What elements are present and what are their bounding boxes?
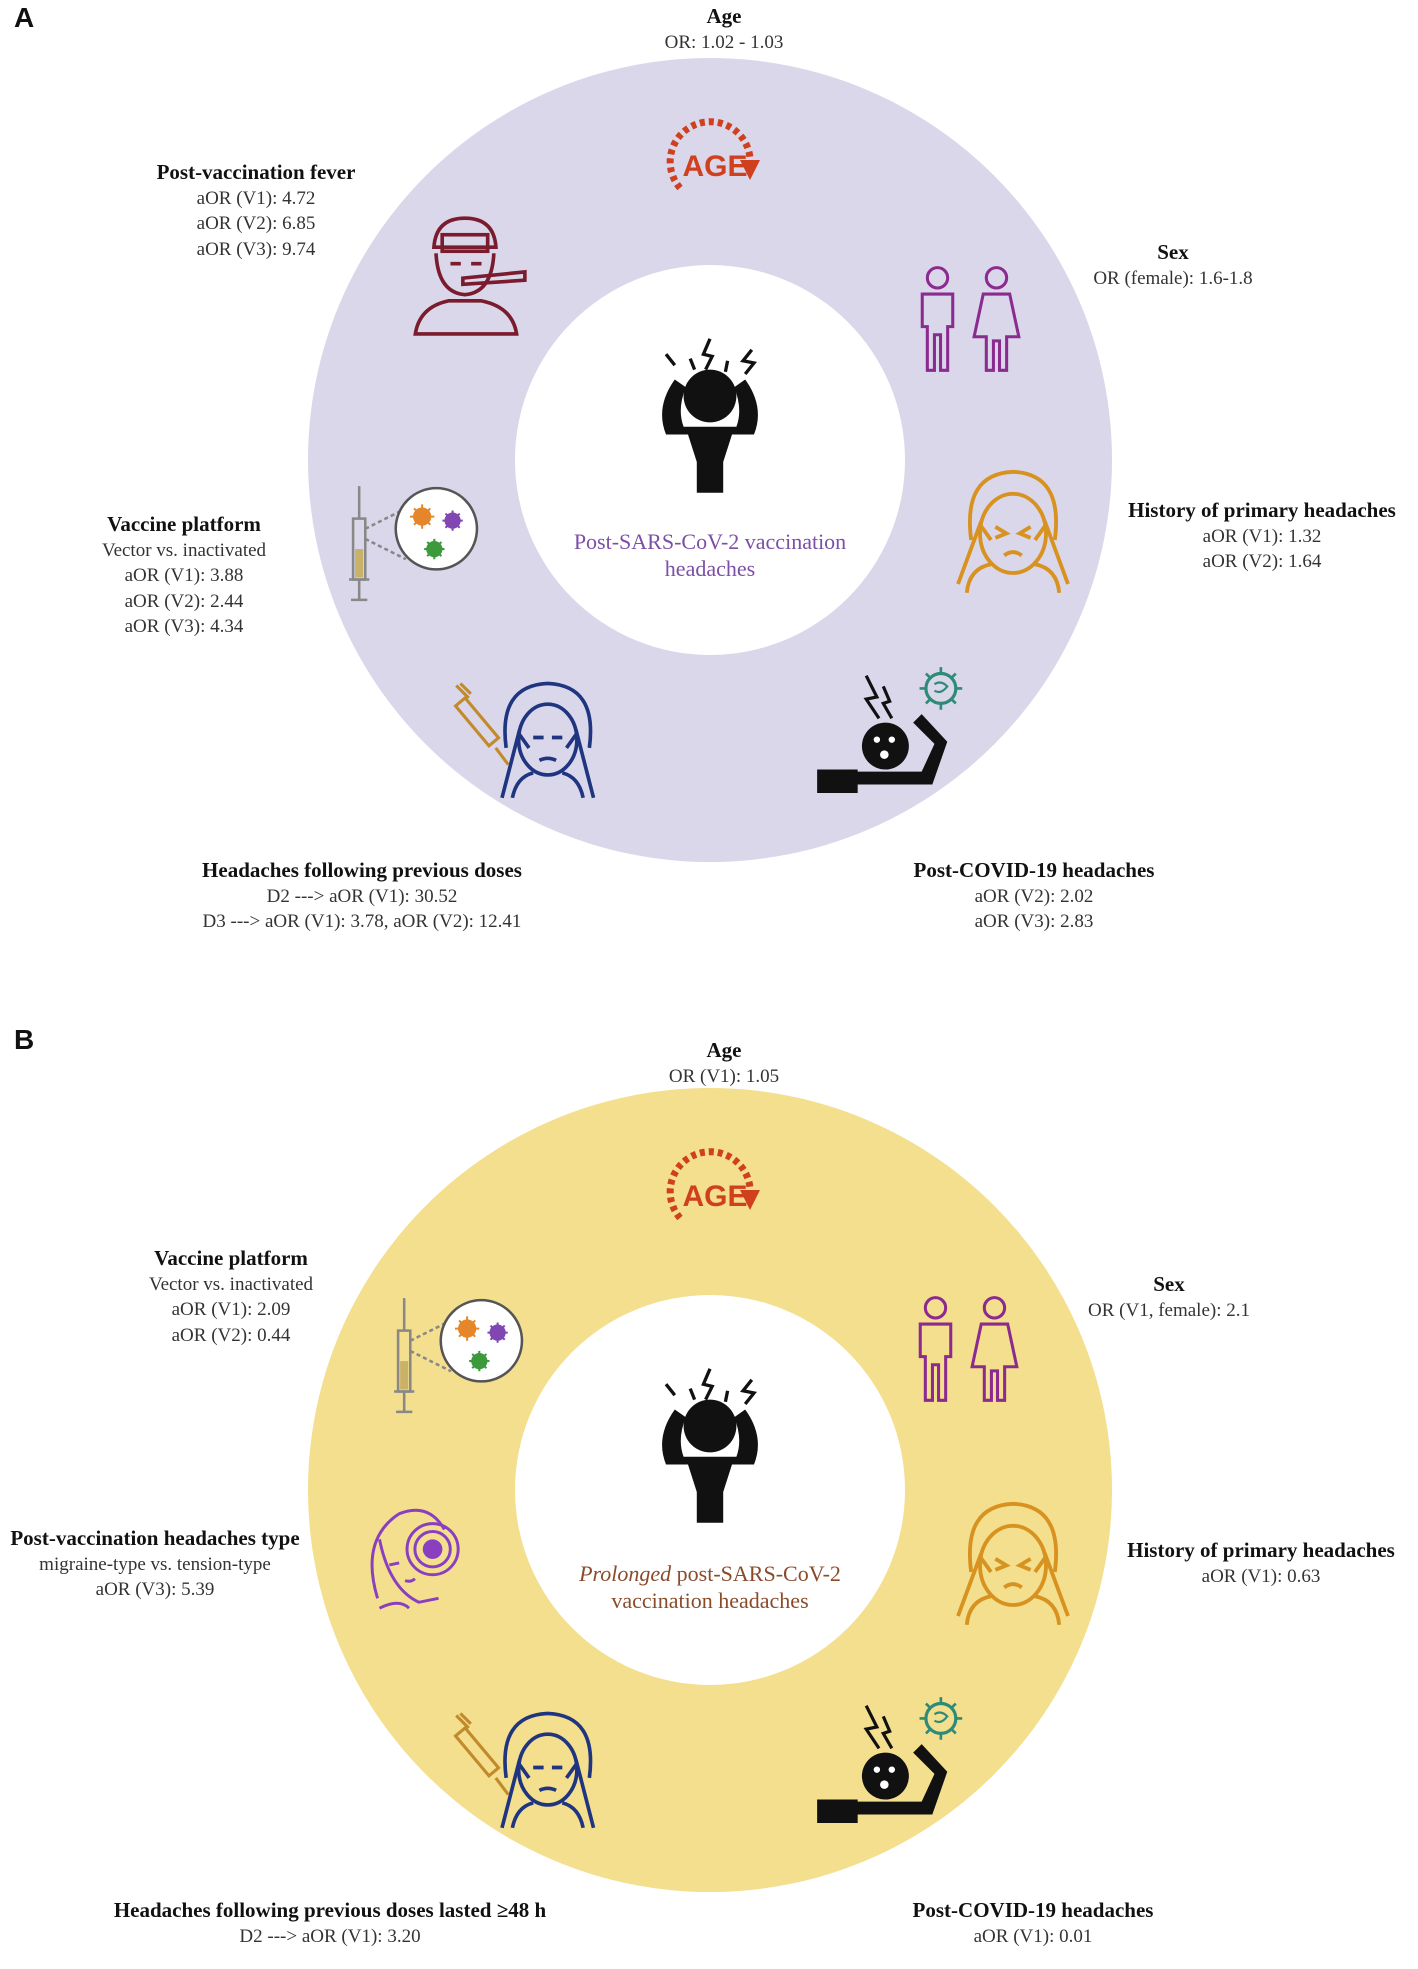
- panel-b-center-text: Prolonged post-SARS-CoV-2 vaccination he…: [579, 1560, 841, 1614]
- panel-a-center-text: Post-SARS-CoV-2 vaccination headaches: [574, 528, 846, 582]
- panel-a-fever-title: Post-vaccination fever: [156, 160, 356, 184]
- panel-a-sex-label: Sex OR (female): 1.6-1.8: [1093, 240, 1252, 291]
- panel-a-previous-title: Headaches following previous doses: [202, 858, 522, 882]
- person-headache-icon: [632, 330, 788, 495]
- panel-b-history-title: History of primary headaches: [1127, 1538, 1395, 1562]
- panel-a-platform-line: aOR (V2): 2.44: [124, 590, 244, 612]
- panel-a-age-label: Age OR: 1.02 - 1.03: [665, 4, 784, 55]
- panel-b-previous-label: Headaches following previous doses laste…: [114, 1898, 546, 1949]
- panel-a-letter: A: [14, 2, 35, 33]
- panel-a-covid-title: Post-COVID-19 headaches: [913, 858, 1155, 882]
- woman-headache-icon: [947, 1495, 1079, 1627]
- person-headache-icon: [632, 1360, 788, 1525]
- male-female-icon: [907, 262, 1029, 377]
- panel-a-platform-title: Vaccine platform: [107, 512, 261, 536]
- panel-b-platform-title: Vaccine platform: [154, 1246, 308, 1270]
- panel-b-covid-title: Post-COVID-19 headaches: [912, 1898, 1154, 1922]
- panel-a-center-line2: headaches: [664, 556, 756, 581]
- panel-b-previous-title: Headaches following previous doses laste…: [113, 1898, 547, 1922]
- panel-a-platform-line: aOR (V1): 3.88: [124, 565, 244, 586]
- panel-b-type-line: aOR (V3): 5.39: [95, 1579, 215, 1600]
- panel-a-history-title: History of primary headaches: [1128, 498, 1396, 522]
- panel-b-covid-line: aOR (V1): 0.01: [973, 1925, 1093, 1947]
- panel-a-history-label: History of primary headaches aOR (V1): 1…: [1128, 498, 1396, 575]
- panel-b-platform-label: Vaccine platform Vector vs. inactivated …: [149, 1246, 313, 1348]
- panel-a-fever-line: aOR (V2): 6.85: [196, 213, 316, 234]
- panel-b-history-line: aOR (V1): 0.63: [1201, 1565, 1321, 1587]
- panel-b-center-line1-rest: post-SARS-CoV-2: [671, 1561, 841, 1586]
- age-clock-arrow-icon: [660, 1148, 770, 1248]
- panel-a-history-line: aOR (V2): 1.64: [1202, 551, 1322, 572]
- panel-a-covid-line: aOR (V3): 2.83: [974, 911, 1094, 932]
- panel-b-platform-line: aOR (V2): 0.44: [171, 1324, 291, 1346]
- panel-a-fever-line: aOR (V1): 4.72: [196, 187, 316, 209]
- panel-b-center-line2: vaccination headaches: [611, 1588, 809, 1613]
- panel-b-previous-line: D2 ---> aOR (V1): 3.20: [239, 1925, 421, 1947]
- panel-a-sex-title: Sex: [1157, 240, 1189, 264]
- person-virus-headache-icon: [815, 1695, 975, 1823]
- age-clock-arrow-icon: [660, 118, 770, 218]
- panel-b-type-title: Post-vaccination headaches type: [10, 1526, 300, 1550]
- panel-a-fever-label: Post-vaccination fever aOR (V1): 4.72 aO…: [157, 160, 356, 262]
- woman-headache-icon: [947, 463, 1079, 595]
- panel-a-age-title: Age: [706, 4, 742, 28]
- panel-a-fever-line: aOR (V3): 9.74: [196, 238, 316, 260]
- panel-b-center-line1: Prolonged post-SARS-CoV-2: [579, 1560, 841, 1587]
- panel-b-center-italic: Prolonged: [579, 1561, 672, 1586]
- panel-b-letter: B: [14, 1024, 35, 1055]
- male-female-icon: [905, 1292, 1027, 1407]
- panel-b-covid-label: Post-COVID-19 headaches aOR (V1): 0.01: [913, 1898, 1154, 1949]
- panel-b-type-line: migraine-type vs. tension-type: [39, 1553, 271, 1575]
- panel-a-previous-line: D3 ---> aOR (V1): 3.78, aOR (V2): 12.41: [202, 911, 522, 932]
- panel-b-sex-label: Sex OR (V1, female): 2.1: [1088, 1272, 1250, 1323]
- panel-a-center-line1: Post-SARS-CoV-2 vaccination: [573, 529, 847, 554]
- panel-a-covid-label: Post-COVID-19 headaches aOR (V2): 2.02 a…: [914, 858, 1155, 935]
- syringe-headache-icon: [450, 1705, 606, 1830]
- person-virus-headache-icon: [815, 665, 975, 793]
- panel-b-platform-line: aOR (V1): 2.09: [171, 1299, 291, 1320]
- panel-b-age-label: Age OR (V1): 1.05: [669, 1038, 779, 1089]
- syringe-virus-icon: [347, 478, 479, 610]
- panel-a-previous-line: D2 ---> aOR (V1): 30.52: [266, 885, 458, 907]
- panel-a-sex-line: OR (female): 1.6-1.8: [1093, 267, 1253, 289]
- person-thermometer-icon: [405, 212, 529, 336]
- panel-a-platform-label: Vaccine platform Vector vs. inactivated …: [102, 512, 266, 640]
- panel-a-history-line: aOR (V1): 1.32: [1202, 525, 1322, 547]
- panel-b-age-line: OR (V1): 1.05: [668, 1065, 780, 1087]
- syringe-virus-icon: [392, 1290, 524, 1422]
- panel-b-sex-title: Sex: [1153, 1272, 1185, 1296]
- panel-b-sex-line: OR (V1, female): 2.1: [1088, 1299, 1250, 1321]
- panel-b-history-label: History of primary headaches aOR (V1): 0…: [1127, 1538, 1395, 1589]
- woman-migraine-icon: [350, 1500, 468, 1618]
- panel-a-platform-line: aOR (V3): 4.34: [124, 616, 244, 637]
- syringe-headache-icon: [450, 675, 606, 800]
- panel-b-type-label: Post-vaccination headaches type migraine…: [10, 1526, 299, 1603]
- panel-a-previous-label: Headaches following previous doses D2 --…: [202, 858, 522, 935]
- panel-b-age-title: Age: [706, 1038, 742, 1062]
- panel-a-covid-line: aOR (V2): 2.02: [974, 885, 1094, 907]
- panel-b-platform-line: Vector vs. inactivated: [148, 1273, 314, 1295]
- panel-a-platform-line: Vector vs. inactivated: [101, 539, 267, 561]
- panel-a-age-line: OR: 1.02 - 1.03: [664, 31, 784, 53]
